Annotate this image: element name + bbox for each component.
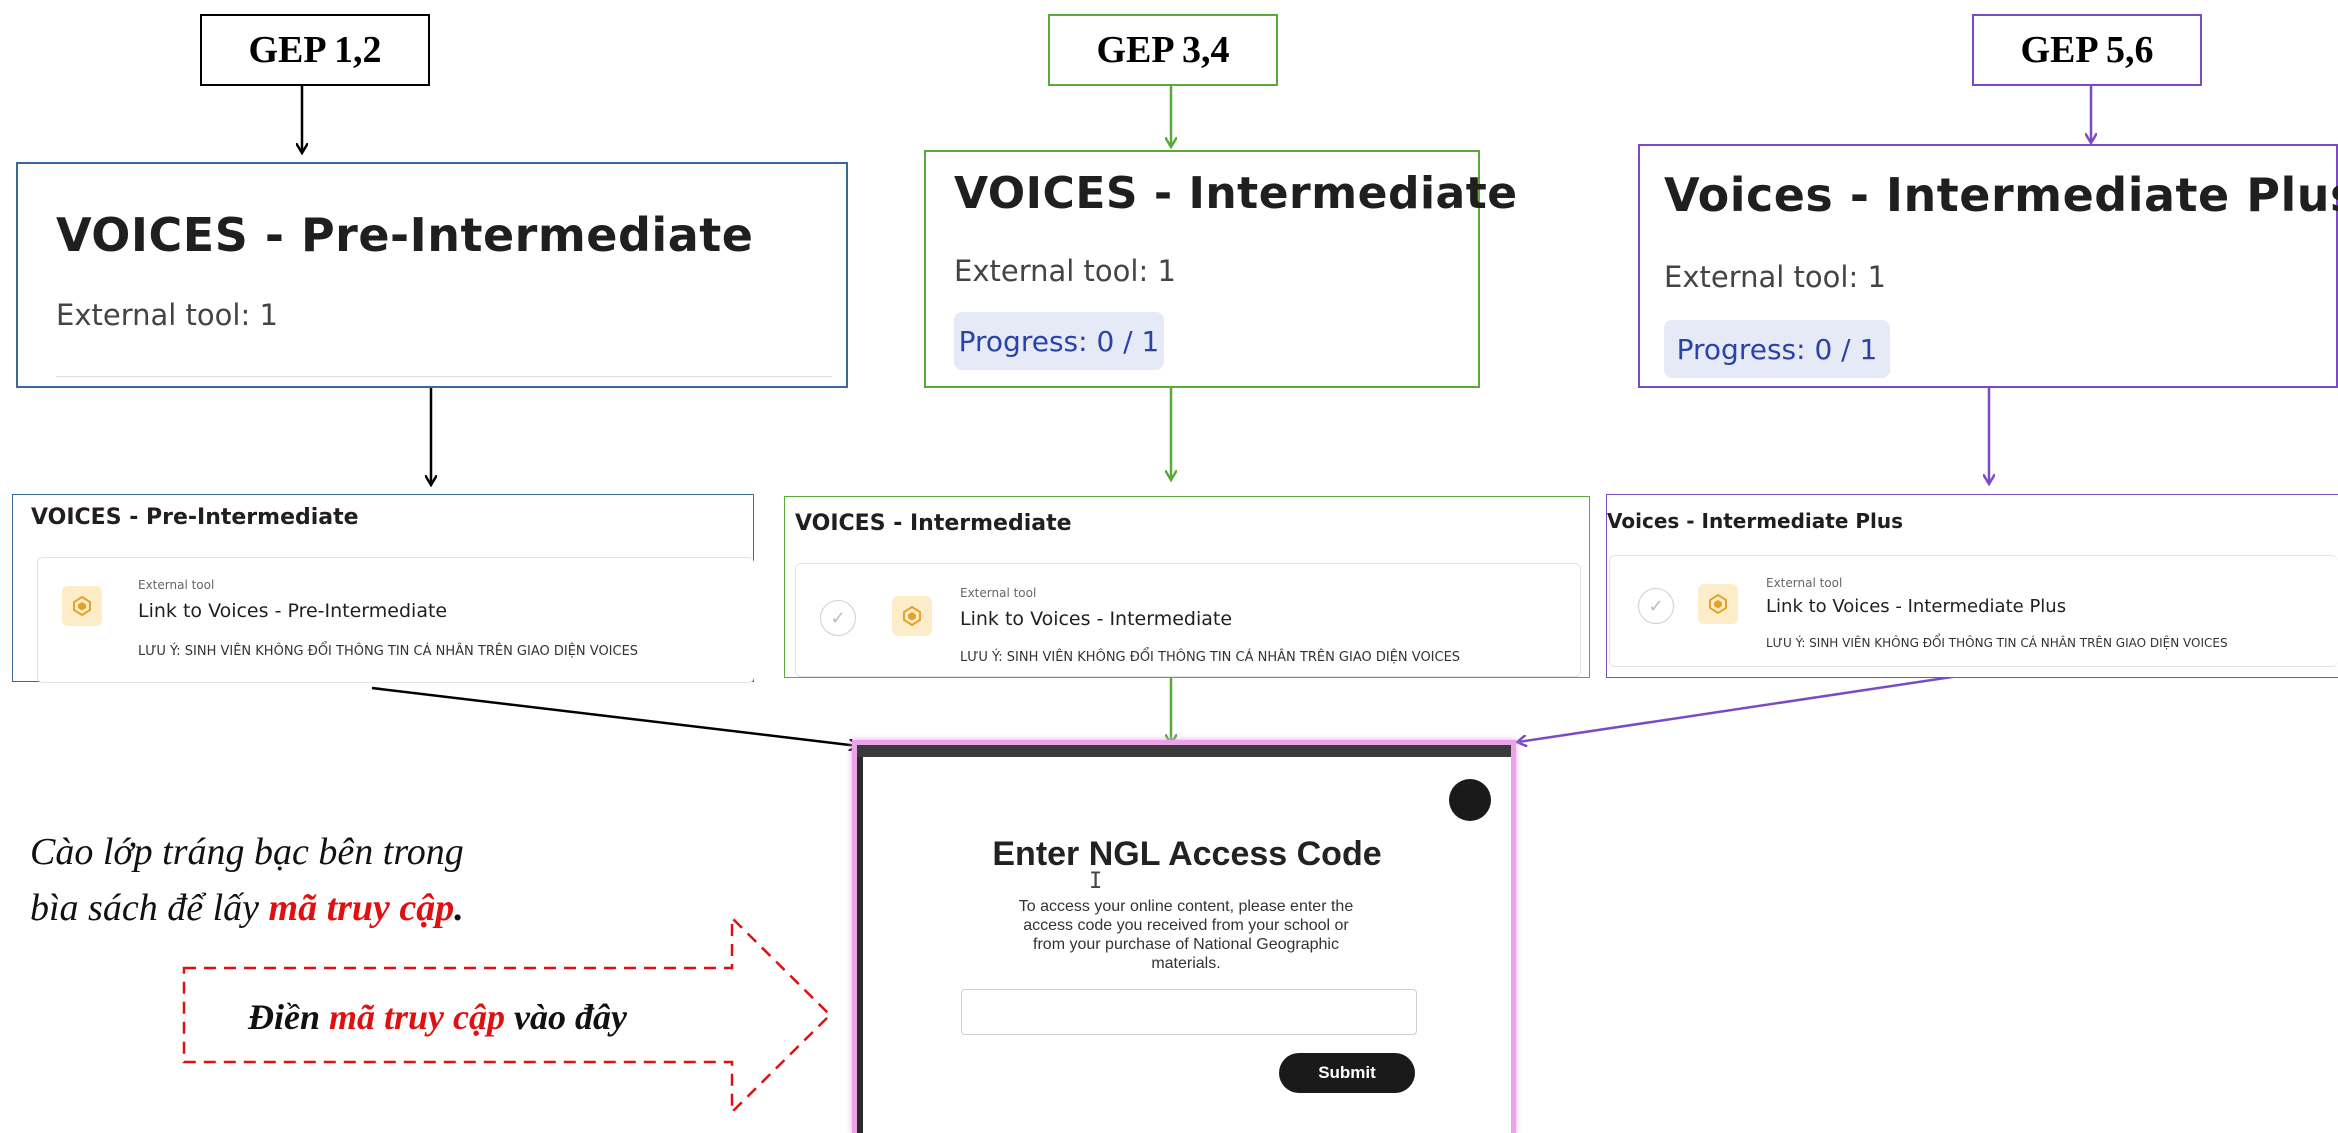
instruction-line-1: Cào lớp tráng bạc bên trong (30, 831, 464, 873)
activity-note: LƯU Ý: SINH VIÊN KHÔNG ĐỔI THÔNG TIN CÁ … (138, 644, 639, 659)
arrow-panel1-to-modal (371, 686, 858, 746)
panel-title: VOICES - Pre-Intermediate (31, 505, 359, 530)
gep-label-text: GEP 1,2 (248, 29, 382, 71)
course-card-intermediate-plus[interactable]: Voices - Intermediate Plus External tool… (1638, 144, 2338, 388)
gep-label-1-2: GEP 1,2 (200, 14, 430, 86)
activity-panel-intermediate: VOICES - Intermediate ✓ External tool Li… (784, 496, 1590, 678)
activity-type: External tool (960, 586, 1037, 600)
access-code-input[interactable] (961, 989, 1417, 1035)
course-card-meta: External tool: 1 (1664, 260, 1886, 294)
fill-here-suffix: vào đây (505, 997, 627, 1037)
gep-label-text: GEP 5,6 (2020, 29, 2154, 71)
course-card-title: VOICES - Pre-Intermediate (56, 208, 754, 262)
gep-label-5-6: GEP 5,6 (1972, 14, 2202, 86)
activity-row[interactable]: External tool Link to Voices - Pre-Inter… (37, 557, 754, 683)
panel-title: Voices - Intermediate Plus (1607, 509, 1904, 533)
course-card-meta: External tool: 1 (56, 298, 278, 332)
instruction-line-2: bìa sách để lấy mã truy cập. (30, 886, 464, 930)
fill-here-prefix: Điền (248, 997, 329, 1037)
card-divider (56, 376, 832, 377)
modal-left-edge (857, 757, 863, 1133)
activity-note: LƯU Ý: SINH VIÊN KHÔNG ĐỔI THÔNG TIN CÁ … (960, 650, 1461, 665)
activity-row[interactable]: ✓ External tool Link to Voices - Interme… (795, 563, 1581, 677)
activity-panel-intermediate-plus: Voices - Intermediate Plus ✓ External to… (1606, 494, 2338, 678)
activity-type: External tool (1766, 576, 1843, 590)
gep-label-text: GEP 3,4 (1096, 29, 1230, 71)
gep-label-3-4: GEP 3,4 (1048, 14, 1278, 86)
activity-row[interactable]: ✓ External tool Link to Voices - Interme… (1609, 555, 2338, 667)
fill-here-label: Điền mã truy cập vào đây (248, 996, 627, 1038)
activity-link[interactable]: Link to Voices - Intermediate (960, 608, 1233, 630)
activity-type: External tool (138, 578, 215, 592)
activity-link[interactable]: Link to Voices - Pre-Intermediate (138, 600, 448, 622)
progress-badge: Progress: 0 / 1 (954, 312, 1164, 370)
modal-description: To access your online content, please en… (1018, 898, 1354, 972)
external-tool-icon (1698, 584, 1738, 624)
course-card-title: VOICES - Intermediate (954, 168, 1518, 219)
course-card-meta: External tool: 1 (954, 254, 1176, 288)
instruction-line-2-suffix: . (454, 887, 464, 929)
instruction-highlight: mã truy cập (268, 887, 455, 929)
external-tool-icon (62, 586, 102, 626)
fill-here-arrow-shape (182, 915, 832, 1115)
submit-button[interactable]: Submit (1279, 1053, 1415, 1093)
completion-check-icon[interactable]: ✓ (1638, 588, 1674, 624)
modal-title: Enter NGL Access Code (992, 835, 1382, 873)
modal-dark-edge (857, 745, 1511, 757)
arrow-panel3-to-modal (1518, 672, 1973, 742)
access-code-modal: Enter NGL Access Code I To access your o… (863, 757, 1511, 1133)
progress-badge: Progress: 0 / 1 (1664, 320, 1890, 378)
external-tool-icon (892, 596, 932, 636)
completion-check-icon[interactable]: ✓ (820, 600, 856, 636)
activity-note: LƯU Ý: SINH VIÊN KHÔNG ĐỔI THÔNG TIN CÁ … (1766, 636, 2228, 650)
close-icon[interactable] (1449, 779, 1491, 821)
course-card-title: Voices - Intermediate Plus (1664, 168, 2338, 222)
activity-panel-pre-intermediate: VOICES - Pre-Intermediate External tool … (12, 494, 754, 683)
instruction-line-2-prefix: bìa sách để lấy (30, 887, 269, 929)
text-cursor-icon: I (1089, 869, 1103, 894)
course-card-pre-intermediate[interactable]: VOICES - Pre-Intermediate External tool:… (16, 162, 848, 388)
fill-here-highlight: mã truy cập (329, 997, 505, 1037)
activity-link[interactable]: Link to Voices - Intermediate Plus (1766, 596, 2067, 617)
course-card-intermediate[interactable]: VOICES - Intermediate External tool: 1 P… (924, 150, 1517, 388)
panel-title: VOICES - Intermediate (795, 511, 1072, 536)
